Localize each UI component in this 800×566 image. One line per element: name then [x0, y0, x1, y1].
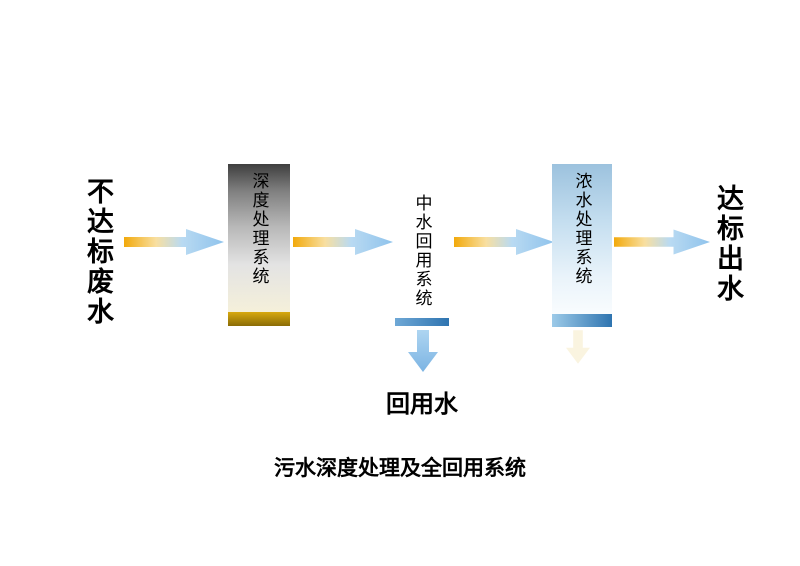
- stage-deep-treatment: 深度处理系统: [228, 164, 290, 326]
- stage-deep-treatment-box: 深度处理系统: [228, 164, 290, 312]
- input-label: 不达标废水: [83, 177, 113, 327]
- stage-concentrate-treatment-bar: [552, 314, 612, 327]
- stage-concentrate-treatment: 浓水处理系统: [552, 164, 612, 327]
- stage-water-reuse: 中水回用系统: [395, 186, 449, 326]
- down-arrow-reuse: [408, 330, 438, 372]
- byproduct-label: 回用水: [386, 391, 458, 418]
- stage-deep-treatment-label: 深度处理系统: [249, 172, 269, 286]
- stage-water-reuse-box: 中水回用系统: [395, 186, 449, 314]
- stage-deep-treatment-bar: [228, 312, 290, 326]
- output-label: 达标出水: [713, 184, 743, 304]
- flow-arrow-2: [293, 229, 393, 255]
- stage-concentrate-treatment-label: 浓水处理系统: [572, 172, 592, 286]
- stage-water-reuse-bar: [395, 318, 449, 326]
- flow-arrow-1: [124, 229, 224, 255]
- stage-concentrate-treatment-box: 浓水处理系统: [552, 164, 612, 314]
- diagram-caption: 污水深度处理及全回用系统: [274, 457, 526, 480]
- flow-arrow-3: [454, 229, 554, 255]
- stage-water-reuse-label: 中水回用系统: [412, 194, 432, 308]
- faint-down-arrow-concentrate: [566, 330, 590, 364]
- flow-arrow-4: [614, 229, 710, 255]
